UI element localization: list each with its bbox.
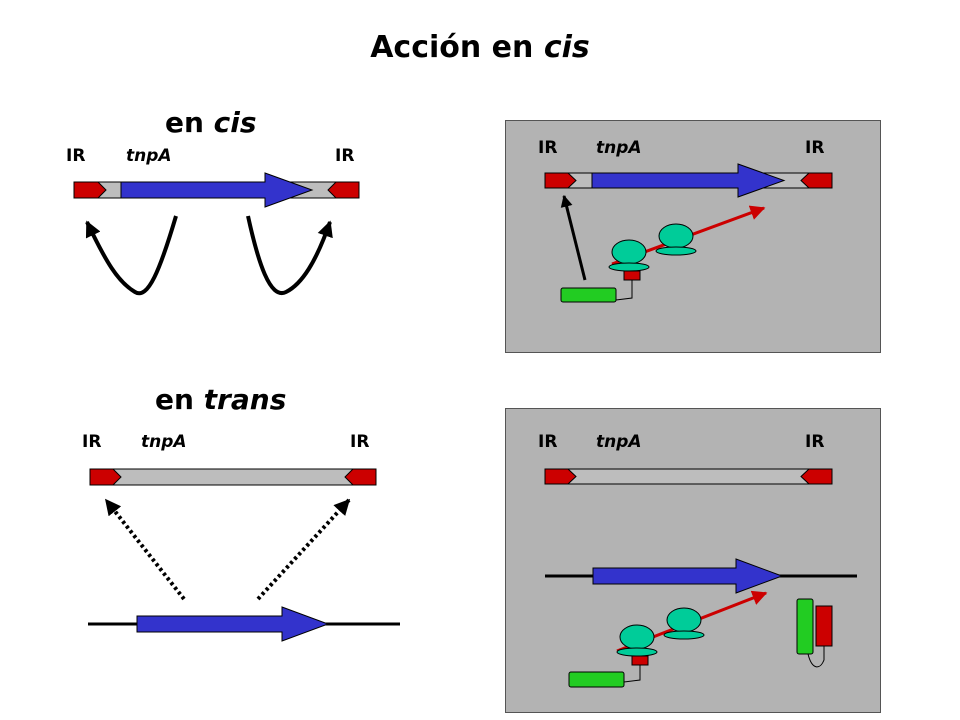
trans-action-dotted-right bbox=[256, 498, 351, 601]
transposon-backbone bbox=[544, 468, 831, 485]
transposase-protein bbox=[560, 287, 617, 303]
trans-mechanism-panel bbox=[505, 408, 881, 713]
ir-left-element bbox=[544, 172, 577, 189]
trans-action-dotted-left bbox=[104, 498, 186, 601]
cis-action-curve-right bbox=[246, 215, 333, 296]
tnpa-gene-arrow bbox=[120, 172, 314, 208]
ir-left-element bbox=[73, 181, 107, 199]
ir-right-element bbox=[327, 181, 360, 199]
ir-right-label: IR bbox=[805, 138, 825, 158]
ir-right-element bbox=[800, 172, 833, 189]
ribosome-1 bbox=[616, 624, 658, 657]
ir-right-label: IR bbox=[350, 432, 370, 452]
ir-left-label: IR bbox=[82, 432, 102, 452]
trans-transposon bbox=[544, 468, 833, 485]
ir-left-label: IR bbox=[538, 432, 558, 452]
cis-action-curve-left bbox=[85, 215, 178, 296]
peptide-tether bbox=[623, 665, 641, 683]
tnpa-gene-label: tnpA bbox=[141, 432, 187, 452]
ir-left-element bbox=[89, 468, 122, 486]
cis-heading: en cis bbox=[165, 106, 257, 139]
tnpa-gene-label: tnpA bbox=[596, 432, 642, 452]
transposase-protein-vertical bbox=[796, 598, 814, 655]
trans-heading: en trans bbox=[155, 383, 287, 416]
tnpa-gene-arrow bbox=[136, 606, 330, 642]
tnpa-gene-label: tnpA bbox=[126, 146, 172, 166]
ir-right-element bbox=[800, 468, 833, 485]
ir-right-label: IR bbox=[805, 432, 825, 452]
page-title: Acción en cis bbox=[370, 30, 590, 65]
peptide-tether bbox=[615, 280, 633, 301]
cis-transposon bbox=[73, 172, 360, 208]
peptide-tether bbox=[807, 646, 825, 668]
ir-right-label: IR bbox=[335, 146, 355, 166]
nascent-peptide-tag-vertical bbox=[815, 605, 833, 647]
tnpa-gene-label: tnpA bbox=[596, 138, 642, 158]
nascent-peptide-tag bbox=[623, 270, 641, 281]
ribosome-2 bbox=[655, 223, 697, 256]
trans-transposon bbox=[89, 468, 377, 486]
transposase-binding-arrow bbox=[560, 194, 587, 281]
tnpa-gene-arrow bbox=[591, 163, 786, 198]
ribosome-2 bbox=[663, 607, 705, 640]
tnpa-gene-arrow bbox=[592, 558, 784, 594]
cis-transposon bbox=[544, 163, 833, 198]
ir-right-element bbox=[344, 468, 377, 486]
ir-left-label: IR bbox=[538, 138, 558, 158]
transposon-backbone bbox=[89, 468, 377, 486]
ir-left-label: IR bbox=[66, 146, 86, 166]
nascent-peptide-tag bbox=[631, 655, 649, 666]
ribosome-1 bbox=[608, 239, 650, 272]
transposase-protein bbox=[568, 671, 625, 688]
ir-left-element bbox=[544, 468, 577, 485]
